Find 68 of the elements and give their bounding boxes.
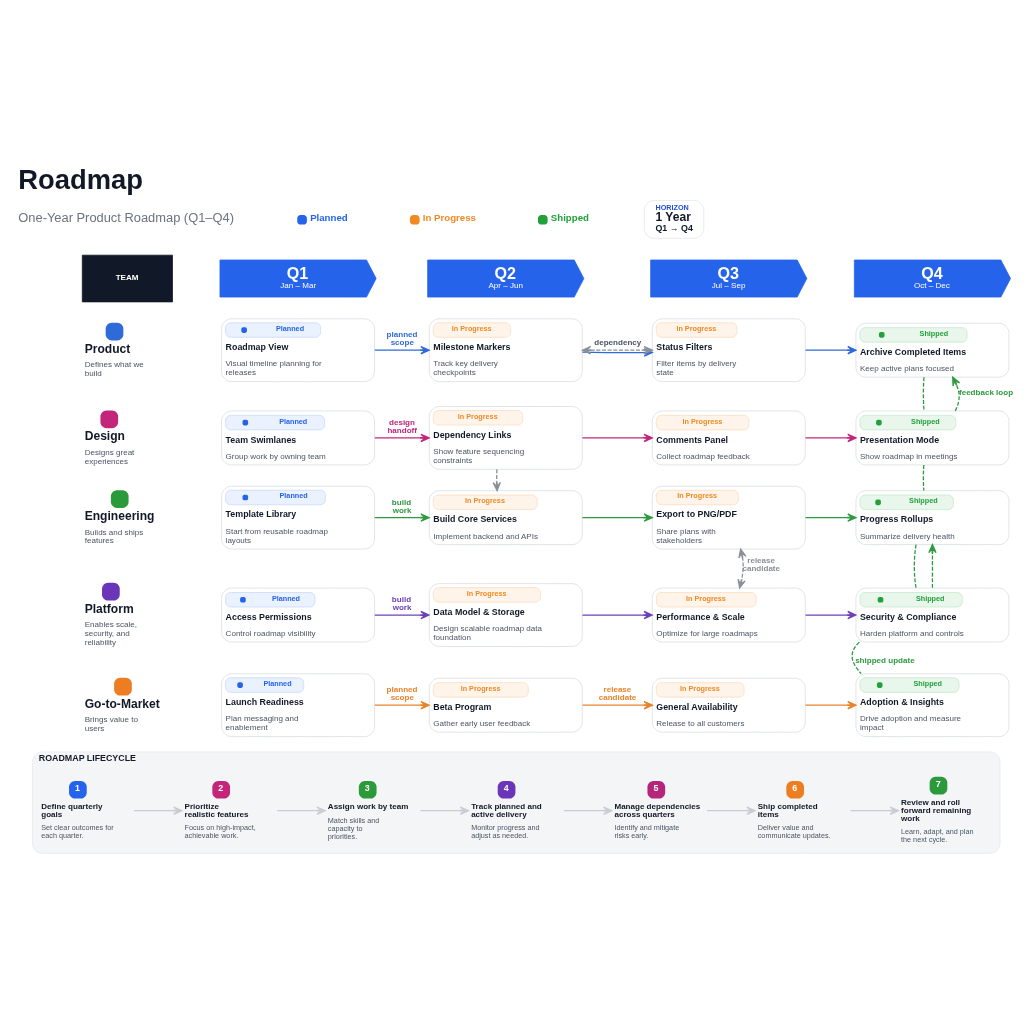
node-box: TEAM [81, 254, 173, 303]
arrow [492, 468, 502, 492]
node-label: Prioritize realistic features [184, 802, 249, 820]
node-label: Learn, adapt, and plan the next cycle. [901, 827, 974, 845]
arrow [706, 806, 756, 815]
node-label: Product [84, 341, 131, 356]
node-label: Platform [84, 601, 134, 616]
connector [922, 376, 925, 412]
edge-label: build work [391, 497, 412, 515]
node-label: Ship completed items [757, 802, 818, 820]
arrow [563, 806, 613, 815]
arrow [952, 376, 961, 412]
node-label: Assign work by team [327, 802, 409, 812]
label: One-Year Product Roadmap (Q1–Q4) [18, 210, 234, 226]
node-label: Brings value to users [84, 715, 138, 733]
node-label: Monitor progress and adjust as needed. [471, 823, 540, 841]
arrow [374, 610, 430, 620]
arrow [374, 433, 430, 443]
edge-label: release candidate [598, 685, 637, 703]
arrow [276, 806, 326, 815]
arrow [804, 433, 857, 443]
connector [922, 464, 925, 492]
edge-label: dependency [594, 337, 642, 347]
node-label: Define quarterly goals [41, 802, 103, 820]
arrow [133, 806, 183, 815]
arrow [374, 700, 430, 710]
node-label: Review and roll forward remaining work [901, 798, 972, 824]
legend-label: Planned [310, 212, 348, 224]
arrow [804, 345, 857, 355]
legend-label: In Progress [422, 212, 476, 224]
arrow [804, 513, 857, 522]
arrow [581, 610, 653, 620]
edge-label: feedback loop [959, 388, 1014, 398]
diagram-title: Roadmap [18, 163, 143, 195]
node-label: Focus on high-impact, achievable work. [184, 823, 256, 841]
node-label: Manage dependencies across quarters [614, 802, 701, 820]
connector [913, 543, 917, 589]
node-label: Builds and ships features [84, 527, 144, 546]
connector [851, 641, 862, 675]
edge-label: release candidate [742, 555, 781, 573]
edge-label: build work [391, 595, 412, 613]
node-label: Go-to-Market [84, 696, 160, 711]
node-label: Set clear outcomes for each quarter. [41, 823, 114, 841]
arrow [804, 610, 857, 620]
node-label: Designs great experiences [84, 447, 135, 466]
arrow [581, 700, 653, 710]
legend-label: Shipped [550, 212, 589, 224]
arrow [374, 345, 430, 355]
arrow [737, 548, 747, 589]
arrow [374, 513, 430, 522]
edge-label: planned scope [386, 330, 418, 348]
arrow [419, 806, 469, 815]
node-label: Design [84, 429, 125, 444]
edge-label: shipped update [855, 655, 915, 665]
arrow [849, 806, 899, 815]
node-label: Match skills and capacity to priorities. [327, 815, 380, 842]
node-label: Enables scale, security, and reliability [84, 620, 138, 647]
arrow [581, 433, 653, 443]
edge-label: planned scope [386, 685, 418, 703]
edge-label: design handoff [387, 418, 417, 436]
node-label: Engineering [84, 509, 155, 524]
arrow [928, 543, 937, 589]
node-label: Track planned and active delivery [471, 802, 542, 820]
arrow [581, 513, 653, 522]
node-label: Identify and mitigate risks early. [614, 823, 680, 841]
arrow [804, 700, 857, 710]
node-label: Deliver value and communicate updates. [757, 823, 831, 841]
node-label: Defines what we build [84, 360, 144, 378]
